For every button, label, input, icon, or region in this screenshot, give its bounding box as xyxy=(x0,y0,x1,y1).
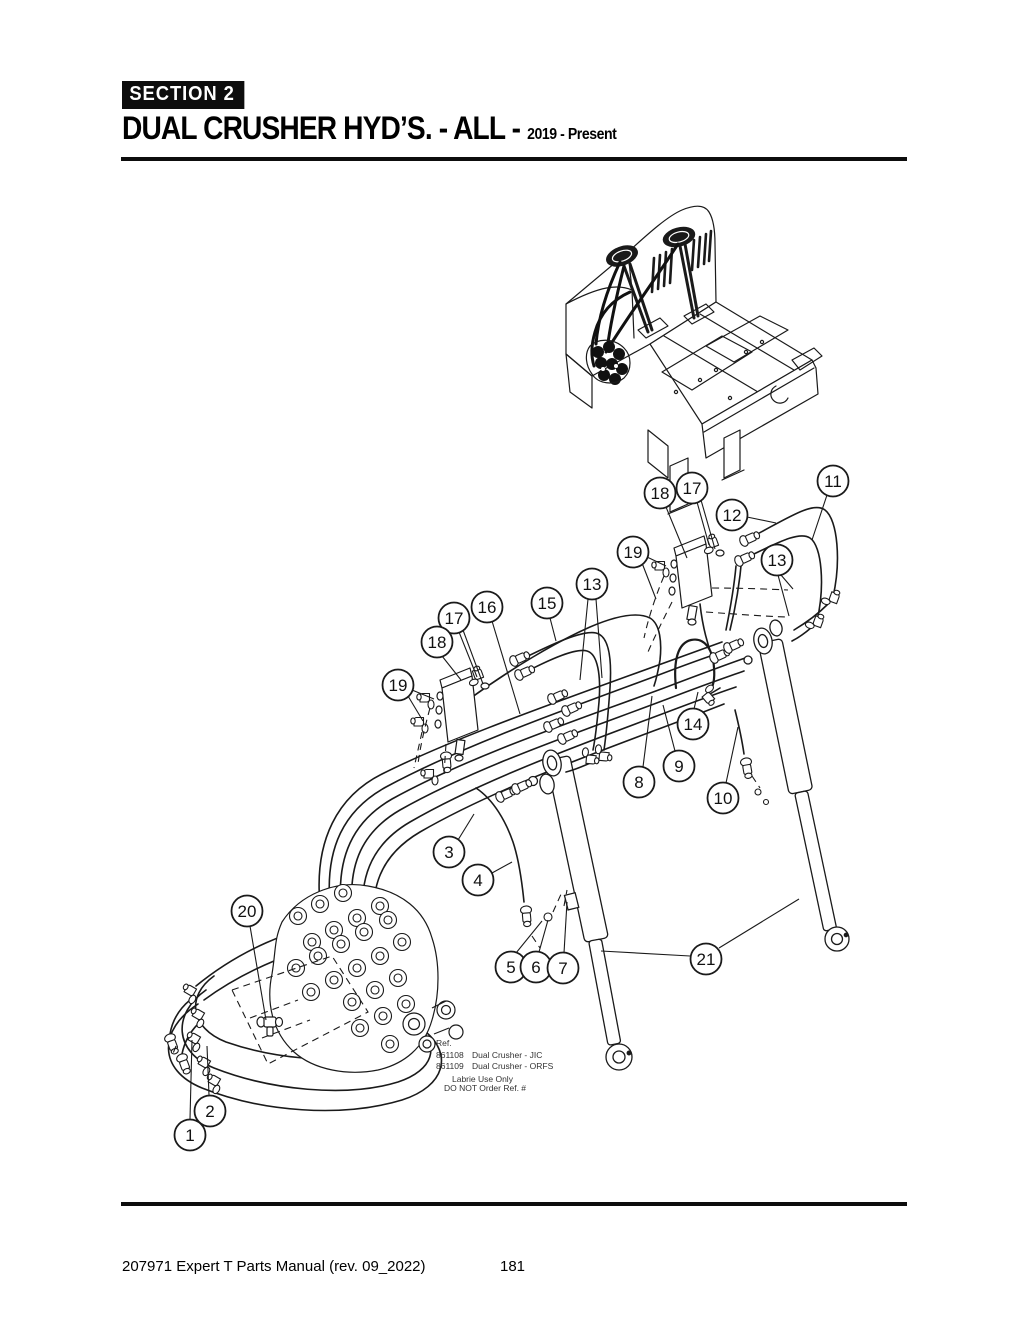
callout-13b: 13 xyxy=(575,567,609,601)
svg-text:2: 2 xyxy=(205,1102,214,1121)
upper-valve-block xyxy=(651,532,725,626)
callout-14: 14 xyxy=(676,707,710,741)
callout-15: 15 xyxy=(530,586,564,620)
ref-row-desc: Dual Crusher - ORFS xyxy=(472,1061,554,1071)
callout-8: 8 xyxy=(622,765,656,799)
svg-text:1: 1 xyxy=(185,1126,194,1145)
valve-bank xyxy=(162,883,464,1096)
ref-note: DO NOT Order Ref. # xyxy=(444,1083,526,1093)
svg-text:10: 10 xyxy=(714,789,733,808)
callout-4: 4 xyxy=(461,863,495,897)
footer-text: 207971 Expert T Parts Manual (rev. 09_20… xyxy=(122,1258,426,1275)
ref-note: Labrie Use Only xyxy=(452,1074,514,1084)
callout-20: 20 xyxy=(230,894,264,928)
callout-18b: 18 xyxy=(420,625,454,659)
section-badge: SECTION 2 xyxy=(122,81,244,109)
callout-19b: 19 xyxy=(381,668,415,702)
coiled-hose-cluster xyxy=(592,341,628,385)
svg-text:20: 20 xyxy=(238,902,257,921)
ref-block: Ref. 861108 Dual Crusher - JIC 861109 Du… xyxy=(436,1038,554,1093)
callout-13: 13 xyxy=(760,543,794,577)
callout-1: 1 xyxy=(173,1118,207,1152)
title-text: DUAL CRUSHER HYD’S. - ALL - xyxy=(122,110,528,146)
crusher-pads xyxy=(606,226,696,267)
hose-fittings xyxy=(420,528,842,928)
ref-label: Ref. xyxy=(436,1038,452,1048)
ref-row-desc: Dual Crusher - JIC xyxy=(472,1050,542,1060)
callout-17b: 17 xyxy=(437,601,471,635)
mid-valve-block xyxy=(410,664,490,762)
ref-row-num: 861108 xyxy=(436,1050,464,1060)
svg-text:19: 19 xyxy=(389,676,408,695)
svg-text:19: 19 xyxy=(624,543,643,562)
callout-11: 11 xyxy=(816,464,850,498)
svg-text:17: 17 xyxy=(445,609,464,628)
callout-2: 2 xyxy=(193,1094,227,1128)
svg-text:7: 7 xyxy=(558,959,567,978)
callout-3: 3 xyxy=(432,835,466,869)
svg-text:14: 14 xyxy=(684,715,703,734)
ref-row-num: 861109 xyxy=(436,1061,464,1071)
machine-illustration xyxy=(565,205,823,515)
svg-text:13: 13 xyxy=(768,551,787,570)
leader-lines xyxy=(189,494,828,1120)
svg-text:16: 16 xyxy=(478,598,497,617)
svg-text:12: 12 xyxy=(723,506,742,525)
svg-text:4: 4 xyxy=(473,871,482,890)
callout-16: 16 xyxy=(470,590,504,624)
svg-text:15: 15 xyxy=(538,594,557,613)
page-number: 181 xyxy=(500,1258,526,1275)
page-title: DUAL CRUSHER HYD’S. - ALL - 2019 - Prese… xyxy=(122,110,617,147)
callout-18: 18 xyxy=(643,476,677,510)
callout-9: 9 xyxy=(662,749,696,783)
svg-text:21: 21 xyxy=(697,950,716,969)
callouts: 1 2 3 4 5 6 7 8 9 10 11 12 13 13 14 15 1… xyxy=(173,464,850,1152)
svg-text:13: 13 xyxy=(583,575,602,594)
svg-text:18: 18 xyxy=(428,633,447,652)
callout-12: 12 xyxy=(715,498,749,532)
upper-hose-arch xyxy=(467,506,839,773)
svg-text:8: 8 xyxy=(634,773,643,792)
callout-17: 17 xyxy=(675,471,709,505)
svg-text:3: 3 xyxy=(444,843,453,862)
callout-19: 19 xyxy=(616,535,650,569)
callout-10: 10 xyxy=(706,781,740,815)
svg-text:9: 9 xyxy=(674,757,683,776)
dashed-lines xyxy=(171,575,789,1065)
svg-text:11: 11 xyxy=(824,472,842,491)
svg-text:17: 17 xyxy=(683,479,702,498)
left-cylinder xyxy=(527,749,633,1071)
title-suffix: 2019 - Present xyxy=(527,126,617,143)
callout-7: 7 xyxy=(546,951,580,985)
header-rule xyxy=(121,157,907,161)
callout-21: 21 xyxy=(689,942,723,976)
svg-text:5: 5 xyxy=(506,958,515,977)
svg-text:6: 6 xyxy=(531,958,540,977)
svg-text:18: 18 xyxy=(651,484,670,503)
right-cylinder xyxy=(743,619,850,952)
footer-rule xyxy=(121,1202,907,1206)
tee-fitting xyxy=(256,1016,284,1037)
